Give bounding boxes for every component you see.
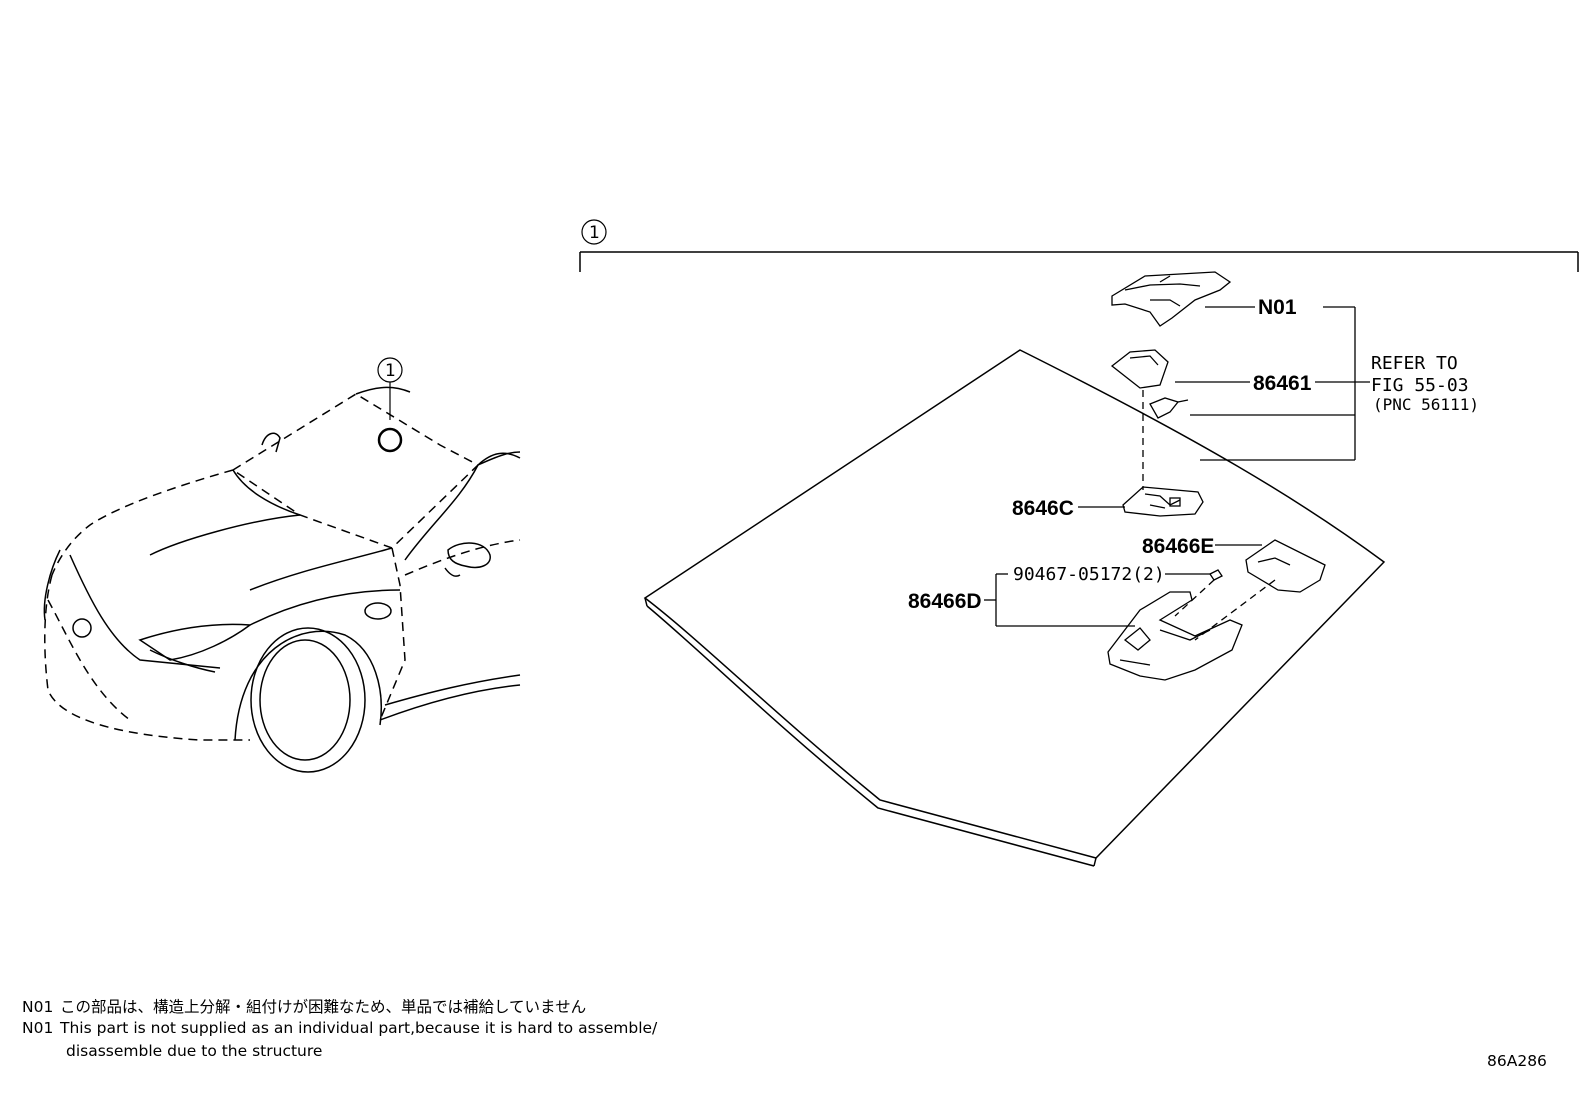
bracket-8646c-part bbox=[1122, 486, 1204, 517]
label-86466e: 86466E bbox=[1142, 535, 1214, 558]
note-english: N01 This part is not supplied as an indiv… bbox=[22, 1019, 657, 1037]
refer-line-3: (PNC 56111) bbox=[1373, 395, 1479, 414]
label-8646c: 8646C bbox=[1012, 497, 1074, 520]
label-bolt: 90467-05172(2) bbox=[1013, 564, 1165, 585]
note-english-continued: disassemble due to the structure bbox=[66, 1042, 323, 1060]
note-ja-code: N01 bbox=[22, 998, 54, 1016]
windshield-glass bbox=[643, 349, 1386, 867]
note-en-code: N01 bbox=[22, 1019, 54, 1037]
note-en-text: This part is not supplied as an individu… bbox=[60, 1019, 658, 1037]
label-86466d: 86466D bbox=[908, 590, 982, 613]
note-ja-text: この部品は、構造上分解・組付けが困難なため、単品では補給していません bbox=[60, 998, 587, 1016]
bolt-90467-part bbox=[1209, 569, 1223, 581]
camera-86461-part bbox=[1110, 349, 1189, 419]
refer-line-2: FIG 55-03 bbox=[1371, 375, 1469, 396]
label-86466d-bracket bbox=[984, 573, 1135, 627]
assembly-callout-number: 1 bbox=[589, 223, 600, 243]
car-callout-circle bbox=[377, 357, 403, 383]
assembly-bracket bbox=[579, 219, 1579, 272]
note-japanese: N01 この部品は、構造上分解・組付けが困難なため、単品では補給していません bbox=[22, 995, 586, 1017]
refer-line-1: REFER TO bbox=[1371, 353, 1458, 374]
cover-86466d-part bbox=[1107, 591, 1243, 681]
label-n01: N01 bbox=[1258, 296, 1297, 319]
cover-86466e-part bbox=[1245, 539, 1326, 593]
label-86461: 86461 bbox=[1253, 372, 1312, 395]
refer-bracket bbox=[1190, 306, 1356, 461]
car-callout-number: 1 bbox=[385, 361, 396, 381]
drawing-number: 86A286 bbox=[1487, 1052, 1547, 1070]
n01-cover-part bbox=[1111, 271, 1232, 327]
car-illustration bbox=[43, 357, 521, 773]
